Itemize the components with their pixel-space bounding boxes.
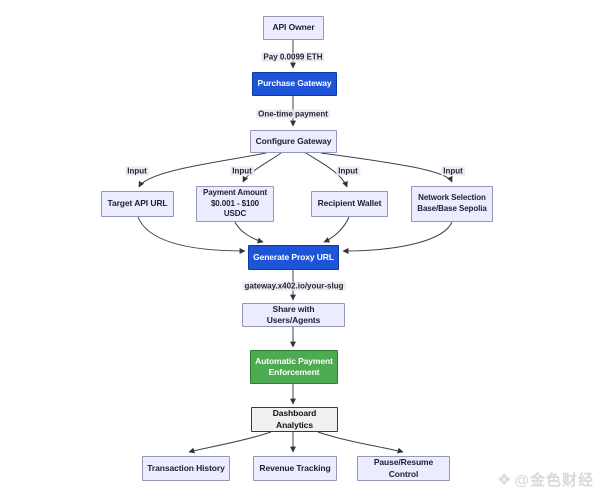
edge-label-input-2: Input: [230, 166, 254, 176]
node-configure-gateway: Configure Gateway: [250, 130, 337, 153]
node-purchase-gateway: Purchase Gateway: [252, 72, 337, 96]
node-recipient-wallet: Recipient Wallet: [311, 191, 388, 217]
edge-recipient-generate: [323, 216, 350, 243]
node-payment-amount: Payment Amount $0.001 - $100 USDC: [196, 186, 274, 222]
edge-label-one-time-payment: One-time payment: [256, 109, 330, 119]
node-dashboard-analytics: Dashboard Analytics: [251, 407, 338, 432]
node-pause-resume-control: Pause/Resume Control: [357, 456, 450, 481]
edge-configure-payment: [242, 152, 282, 183]
edge-label-input-1: Input: [125, 166, 149, 176]
watermark-text: @金色财经: [514, 472, 594, 489]
golden-finance-logo-icon: ❖: [497, 471, 512, 489]
node-automatic-payment-enforcement: Automatic Payment Enforcement: [250, 350, 338, 384]
edge-configure-target: [138, 152, 267, 188]
edge-label-input-4: Input: [441, 166, 465, 176]
node-target-api-url: Target API URL: [101, 191, 174, 217]
node-revenue-tracking: Revenue Tracking: [253, 456, 337, 481]
edge-label-input-3: Input: [336, 166, 360, 176]
node-api-owner: API Owner: [263, 16, 324, 40]
node-network-selection: Network Selection Base/Base Sepolia: [411, 186, 493, 222]
edge-label-pay-eth: Pay 0.0099 ETH: [261, 52, 325, 62]
edge-configure-recipient: [305, 152, 348, 188]
node-transaction-history: Transaction History: [142, 456, 230, 481]
edge-dashboard-pause: [317, 431, 404, 454]
edge-configure-network: [320, 152, 453, 183]
edge-payment-generate: [234, 221, 264, 244]
edge-target-generate: [137, 216, 246, 254]
edge-dashboard-transaction: [188, 431, 272, 454]
node-share-with-users: Share with Users/Agents: [242, 303, 345, 327]
watermark: ❖ @金色财经: [497, 469, 594, 490]
node-generate-proxy-url: Generate Proxy URL: [248, 245, 339, 270]
edge-label-proxy-url: gateway.x402.io/your-slug: [242, 281, 346, 291]
edge-network-generate: [342, 221, 453, 254]
